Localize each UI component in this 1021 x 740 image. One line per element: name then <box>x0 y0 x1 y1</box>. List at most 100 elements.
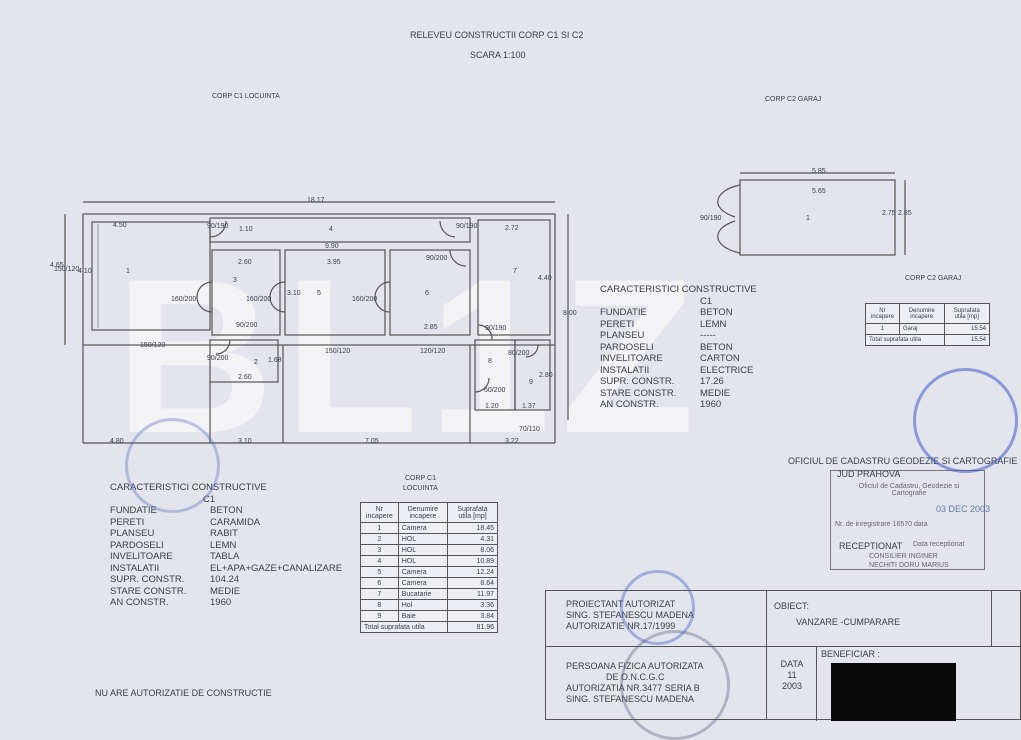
cell-area: 8.64 <box>447 577 498 589</box>
char-key: PLANSEU <box>600 330 645 341</box>
date-label: DATA <box>780 659 804 669</box>
char-value: 1960 <box>700 399 722 410</box>
char-title: CARACTERISTICI CONSTRUCTIVE <box>600 284 757 295</box>
char-value: CARTON <box>700 353 740 364</box>
cell-name: Camera <box>397 522 449 534</box>
window-label: 120/120 <box>420 348 446 355</box>
char-value: BETON <box>700 341 733 353</box>
window-label: 150/120 <box>54 266 80 273</box>
stamp-seal <box>620 630 730 740</box>
cell-area: 15.54 <box>943 323 991 335</box>
char-value: EL+APA+GAZE+CANALIZARE <box>210 562 343 574</box>
room-number: 8 <box>488 358 492 365</box>
table-c1-subtitle: LOCUINTA <box>403 485 438 492</box>
room-number: 2 <box>254 359 258 366</box>
date-month: 11 <box>787 670 797 680</box>
total-value: 81.96 <box>447 621 498 633</box>
char-value: ----- <box>700 330 716 341</box>
dim-label: 2.80 <box>539 372 553 379</box>
char-row: SUPR. CONSTR.104.24 <box>110 574 342 586</box>
doc-scale: SCARA 1:100 <box>470 50 526 60</box>
stamp-date: 03 DEC 2003 <box>936 504 991 514</box>
plan-c1-title: CORP C1 LOCUINTA <box>212 93 280 100</box>
cell-nr: 6 <box>360 577 399 589</box>
cell-nr: 7 <box>360 588 399 600</box>
plan-c2-title: CORP C2 GARAJ <box>765 96 822 103</box>
char-key: FUNDATIE <box>600 307 647 318</box>
cell-nr: 2 <box>360 533 399 545</box>
dim-label: 2.60 <box>238 259 252 266</box>
char-key: PERETI <box>110 516 145 528</box>
dim-label: 70/110 <box>519 426 540 433</box>
char-key: AN CONSTR. <box>600 399 659 410</box>
header-cell: Nr incapere <box>360 502 399 523</box>
designer-authorization: AUTORIZATIE NR.17/1999 <box>566 621 676 631</box>
office-name: OFICIUL DE CADASTRU GEODEZIE SI CARTOGRA… <box>788 456 1018 466</box>
cell-name: HOL <box>397 544 449 556</box>
door-label: 90/200 <box>207 355 229 362</box>
char-row: PERETI CARAMIDA <box>110 517 342 529</box>
office-county: JUD PRAHOVA <box>837 469 901 479</box>
dim-label: 4.40 <box>538 275 552 282</box>
received-label: RECEPTIONAT <box>839 541 903 551</box>
char-key: PARDOSELI <box>600 341 654 353</box>
char-row: STARE CONSTR.MEDIE <box>110 586 342 598</box>
door-label: 160/200 <box>352 296 378 303</box>
received-date: Data receptionat <box>913 541 965 548</box>
char-key: SUPR. CONSTR. <box>600 376 675 387</box>
beneficiary-label: BENEFICIAR : <box>821 649 881 659</box>
dim-label: 5.65 <box>812 188 826 195</box>
char-key: INSTALATII <box>110 562 160 574</box>
cell-nr: 4 <box>360 555 399 567</box>
title-block: PROIECTANT AUTORIZAT SING. STEFANESCU MA… <box>545 590 1021 721</box>
dim-label: 2.72 <box>505 225 519 232</box>
dim-label: 3.22 <box>505 438 519 445</box>
door-label: 80/200 <box>508 350 530 357</box>
char-row: STARE CONSTR.MEDIE <box>600 388 757 400</box>
cell-name: Camera <box>397 577 449 589</box>
char-value: CARAMIDA <box>210 516 261 528</box>
door-label: 90/200 <box>236 322 258 329</box>
object-label: OBIECT: <box>774 601 810 611</box>
char-value: 17.26 <box>700 376 724 387</box>
dim-label: 9.90 <box>325 243 339 250</box>
cell-nr: 9 <box>360 610 399 622</box>
cell-name: Bucatarie <box>397 588 449 600</box>
object-value: VANZARE -CUMPARARE <box>796 617 901 627</box>
char-value: 1960 <box>210 597 232 608</box>
cell-name: Hol <box>397 599 449 611</box>
dim-label: 3.10 <box>238 438 252 445</box>
dim-total: 18.17 <box>307 197 325 204</box>
room-number: 3 <box>233 277 237 284</box>
registration-number: Nr. de inregistrare 16570 data <box>835 521 928 528</box>
door-label: 90/200 <box>426 255 448 262</box>
door-label: 90/190 <box>456 223 478 230</box>
total-label: Total suprafata utila <box>865 334 945 346</box>
char-key: STARE CONSTR. <box>600 387 677 399</box>
char-row: AN CONSTR. 1960 <box>600 399 757 411</box>
dim-label: 3.95 <box>327 259 341 266</box>
cell-area: 8.06 <box>447 544 498 556</box>
footer-note: NU ARE AUTORIZATIE DE CONSTRUCTIE <box>95 688 272 698</box>
room-number: 9 <box>529 379 533 386</box>
dim-label: 1.68 <box>268 357 282 364</box>
total-label: Total suprafata utila <box>359 621 449 633</box>
registration-stamp: JUD PRAHOVA Oficiul de Cadastru, Geodezi… <box>830 469 990 570</box>
char-key: AN CONSTR. <box>110 597 169 608</box>
char-key: SUPR. CONSTR. <box>110 574 185 585</box>
